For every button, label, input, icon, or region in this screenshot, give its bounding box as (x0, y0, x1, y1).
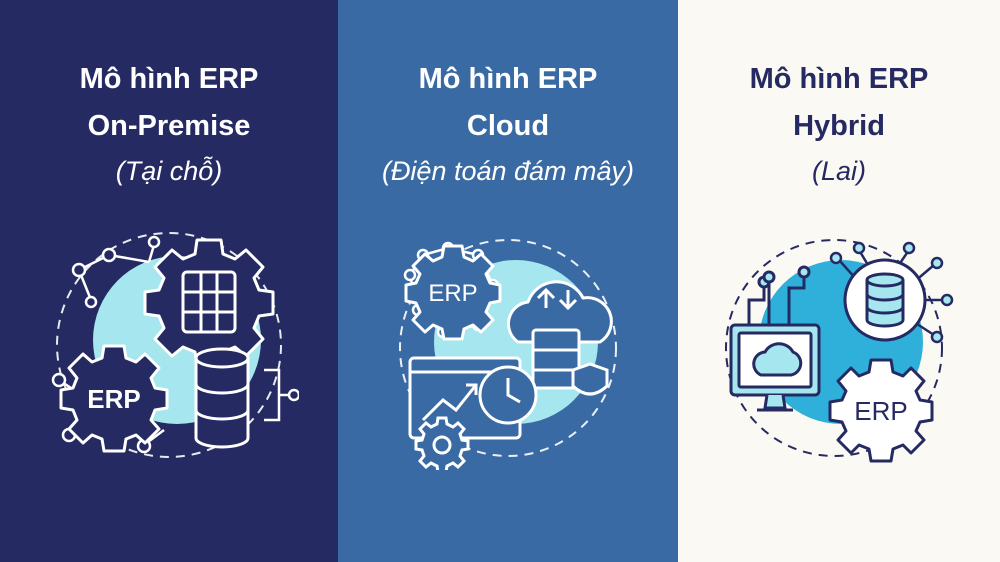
panel-heading: Mô hình ERP On-Premise (Tại chỗ) (0, 56, 338, 192)
panel-subtitle: (Lai) (811, 156, 866, 186)
cloud-illustration: ERP (338, 230, 678, 490)
panel-title-line1: Mô hình ERP (79, 63, 259, 95)
panel-cloud: Mô hình ERP Cloud (Điện toán đám mây) (338, 0, 678, 562)
panel-title-line2: On-Premise (87, 110, 251, 142)
panel-subtitle: (Điện toán đám mây) (381, 156, 635, 186)
on-premise-server-database-icon: ERP (51, 232, 299, 458)
panel-title-line1: Mô hình ERP (418, 63, 598, 95)
hybrid-illustration: ERP (678, 230, 1000, 490)
panel-heading: Mô hình ERP Hybrid (Lai) (678, 56, 1000, 192)
erp-gear-label: ERP (87, 384, 140, 414)
on-premise-illustration: ERP (0, 230, 338, 490)
panel-title-line2: Cloud (466, 110, 550, 142)
panel-heading: Mô hình ERP Cloud (Điện toán đám mây) (338, 56, 678, 192)
panel-subtitle: (Tại chỗ) (115, 156, 223, 186)
hybrid-erp-icon: ERP (725, 239, 954, 463)
panel-title-line1: Mô hình ERP (749, 63, 929, 95)
panel-on-premise: Mô hình ERP On-Premise (Tại chỗ) (0, 0, 338, 562)
cloud-erp-icon: ERP (399, 239, 617, 470)
panel-title-line2: Hybrid (793, 110, 885, 142)
panel-hybrid: Mô hình ERP Hybrid (Lai) (678, 0, 1000, 562)
erp-gear-label: ERP (854, 396, 907, 426)
erp-gear-label: ERP (428, 280, 477, 307)
